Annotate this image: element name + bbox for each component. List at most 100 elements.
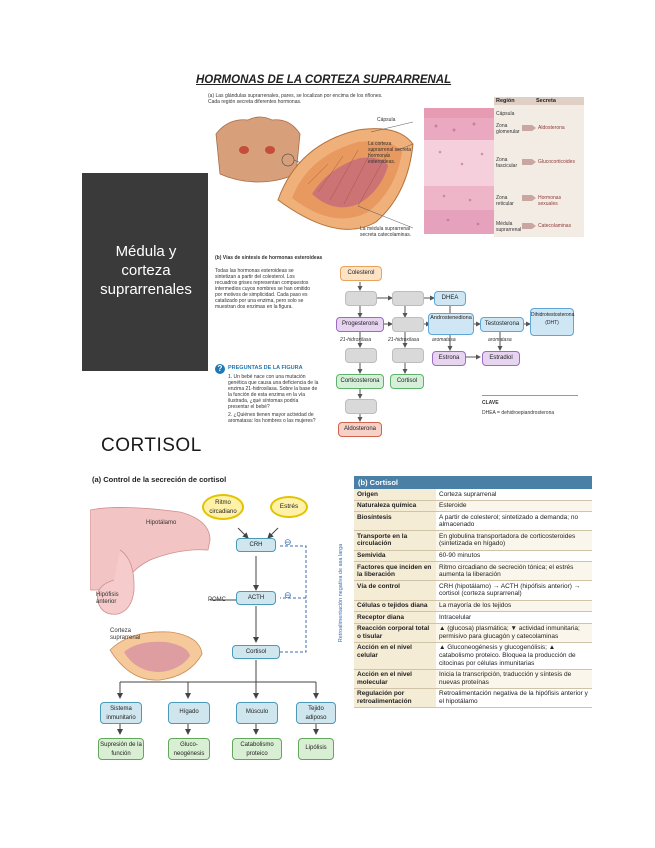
target-higado: Hígado (168, 702, 210, 724)
row-key: Vía de control (354, 580, 436, 601)
label-medula: La médula suprarrenal secreta catecolami… (360, 226, 412, 238)
dark-title-box (82, 173, 208, 371)
table-row: Acción en el nivel celular▲ Gluconeogéne… (354, 642, 592, 670)
region-table: Región Secreta Cápsula Zona glomerular A… (494, 97, 584, 237)
node-dht: Dihidrotestosterona (DHT) (530, 308, 574, 336)
key-text: DHEA = dehidroepiandrosterona (482, 410, 555, 416)
node-ritmo-circadiano: Ritmo circadiano (202, 494, 244, 520)
table-row: Reacción corporal total o tisular▲ (gluc… (354, 623, 592, 643)
node-progesterona: Progesterona (336, 317, 384, 332)
row-key: Transporte en la circulación (354, 530, 436, 551)
label-hipofisis: Hipófisis anterior (96, 592, 119, 605)
node-estradiol: Estradiol (482, 351, 520, 366)
fig-a-bottom-caption: (a) Control de la secreción de cortisol (92, 475, 227, 484)
cortisol-table-title: (b) Cortisol (354, 476, 592, 489)
fig-a-top-caption: (a) Las glándulas suprarrenales, pares, … (208, 93, 383, 105)
row-value: Retroalimentación negativa de la hipófis… (436, 688, 592, 709)
region-medula: Médula suprarrenal (496, 221, 522, 233)
region-reticular: Zona reticular (496, 195, 514, 207)
label-corteza-suprarrenal: Corteza suprarrenal (110, 628, 141, 641)
key-label: CLAVE (482, 400, 499, 406)
minus-crh: ⊖ (284, 537, 292, 547)
node-dhea: DHEA (434, 291, 466, 306)
section-heading: CORTISOL (101, 435, 202, 456)
row-value: Intracelular (436, 611, 592, 624)
row-value: Esteroide (436, 500, 592, 513)
node-estres: Estrés (270, 496, 308, 518)
label-corteza: La corteza suprarrenal secreta hormonas … (368, 141, 412, 165)
effect-lipolisis: Lipólisis (298, 738, 334, 760)
effect-supresion: Supresión de la función (98, 738, 144, 760)
question-1: 1. Un bebé nace con una mutación genétic… (228, 374, 319, 410)
dark-box-text: Médula y corteza suprarrenales (100, 243, 192, 298)
node-intermediate-5 (392, 348, 424, 363)
target-sistema-inmunitario: Sistema inmunitario (100, 702, 142, 724)
node-cortisol-control: Cortisol (232, 645, 280, 659)
node-intermediate-6 (345, 399, 377, 414)
label-hipotalamo: Hipotálamo (146, 520, 177, 526)
questions-title: PREGUNTAS DE LA FIGURA (228, 365, 303, 371)
fig-b-top-note: Todas las hormonas esteroideas se sintet… (215, 268, 311, 310)
effect-gluconeogenesis: Gluco-neogénesis (168, 738, 210, 760)
node-intermediate-1 (345, 291, 377, 306)
enzyme-aromatasa-a: aromatasa (432, 337, 456, 343)
row-value: 60-90 minutos (436, 550, 592, 563)
enzyme-aromatasa-b: aromatasa (488, 337, 512, 343)
adrenal-anatomy-illustration (215, 108, 494, 234)
question-2: 2. ¿Quiénes tienen mayor actividad de ar… (228, 412, 316, 424)
hpa-axis-illustration (90, 507, 319, 735)
row-key: Acción en el nivel molecular (354, 669, 436, 689)
synthesis-arrows (357, 282, 531, 422)
enzyme-21-hidroxilasa-a: 21-hidroxilasa (340, 337, 372, 343)
row-key: Origen (354, 489, 436, 501)
row-value: A partir de colesterol; sintetizado a de… (436, 511, 592, 532)
page-title: HORMONAS DE LA CORTEZA SUPRARRENAL (196, 74, 452, 86)
row-key: Reacción corporal total o tisular (354, 623, 436, 643)
node-androstenediona: Androstenediona (428, 313, 474, 335)
row-key: Semivida (354, 550, 436, 563)
question-icon: ? (215, 364, 225, 374)
node-acth: ACTH (236, 591, 276, 605)
label-pomc: POMC (208, 597, 226, 603)
node-aldosterona: Aldosterona (338, 422, 382, 437)
row-value: CRH (hipotálamo) → ACTH (hipófisis anter… (436, 580, 592, 601)
secreta-aldosterona: Aldosterona (538, 125, 565, 131)
feedback-label: Retroalimentación negativa de asa larga (338, 543, 344, 643)
region-capsula: Cápsula (496, 111, 515, 117)
row-key: Factores que inciden en la liberación (354, 561, 436, 582)
secreta-glucocorticoides: Glucocorticoides (538, 159, 575, 165)
node-intermediate-3 (392, 317, 424, 332)
node-crh: CRH (236, 538, 276, 552)
row-key: Receptor diana (354, 611, 436, 624)
row-value: Corteza suprarrenal (436, 489, 592, 501)
effect-catabolismo: Catabolismo proteico (232, 738, 282, 760)
row-key: Naturaleza química (354, 500, 436, 513)
row-value: La mayoría de los tejidos (436, 600, 592, 613)
row-value: ▲ (glucosa) plasmática; ▼ actividad inmu… (436, 623, 592, 643)
secreta-header: Secreta (536, 98, 556, 104)
enzyme-21-hidroxilasa-b: 21-hidroxilasa (388, 337, 420, 343)
fig-b-top-caption: (b) Vías de síntesis de hormonas esteroi… (215, 255, 323, 261)
node-estrona: Estrona (432, 351, 466, 366)
row-value: Ritmo circadiano de secreción tónica; el… (436, 561, 592, 582)
region-fascicular: Zona fascicular (496, 157, 518, 169)
row-key: Regulación por retroalimentación (354, 688, 436, 709)
row-value: Inicia la transcripción, traducción y sí… (436, 669, 592, 689)
row-value: En globulina transportadora de corticost… (436, 530, 592, 551)
label-capsula: Cápsula (377, 117, 396, 123)
node-testosterona: Testosterona (480, 317, 524, 332)
target-tejido-adiposo: Tejido adiposo (296, 702, 336, 724)
row-key: Biosíntesis (354, 511, 436, 532)
row-value: ▲ Gluconeogénesis y glucogenólisis; ▲ ca… (436, 642, 592, 670)
node-cortisol: Cortisol (390, 374, 424, 389)
node-intermediate-2 (392, 291, 424, 306)
